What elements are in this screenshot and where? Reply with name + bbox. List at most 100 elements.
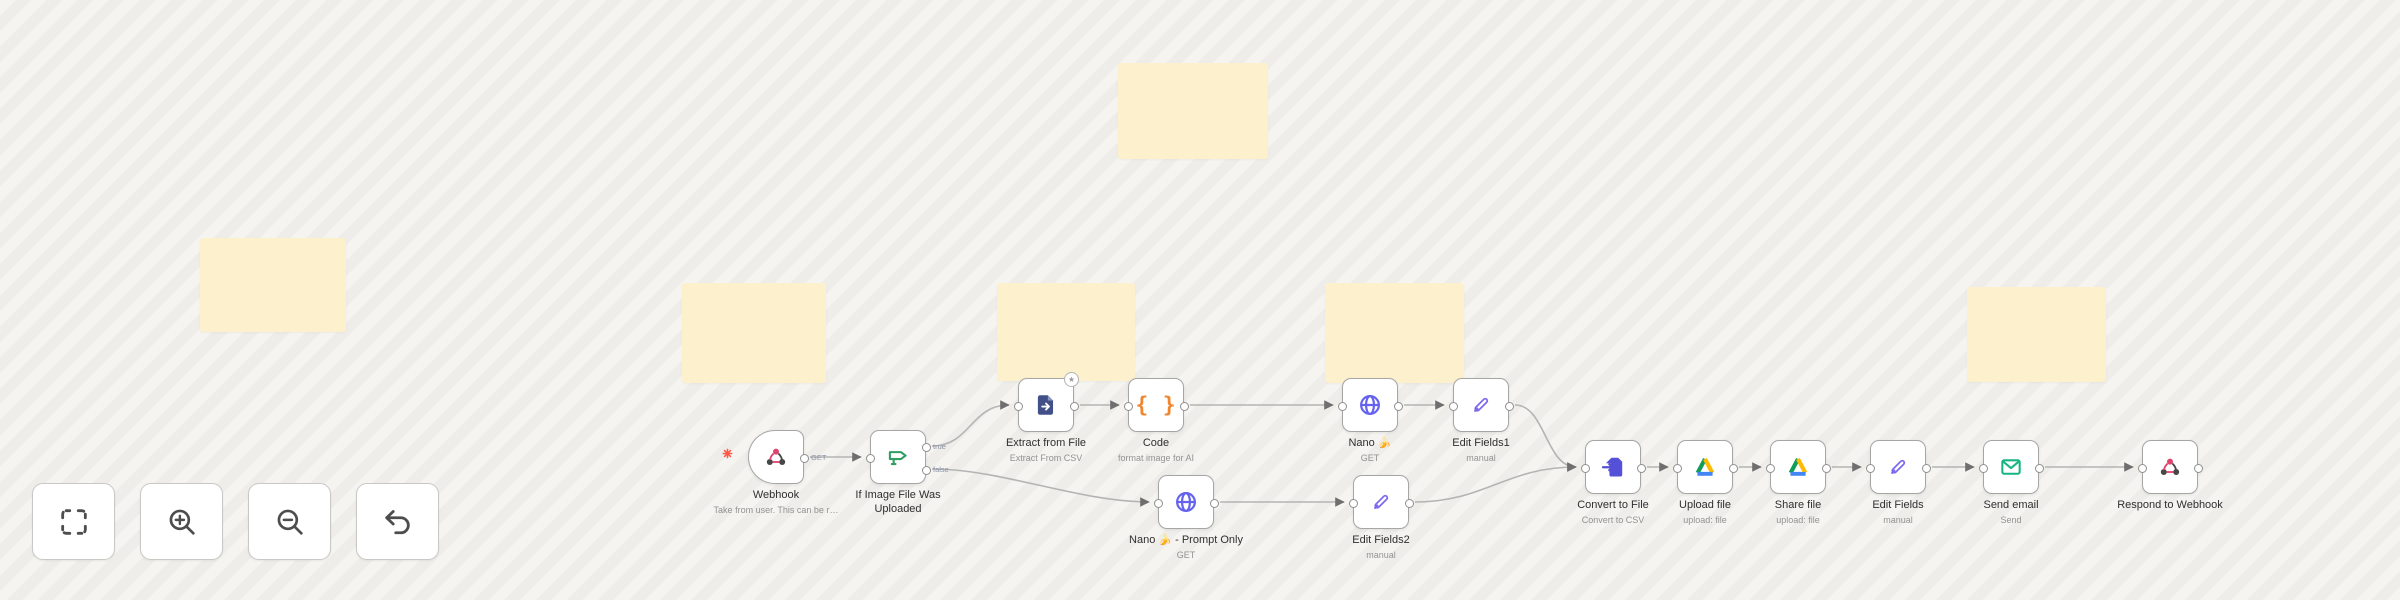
input-port-send-email[interactable] [1978,463,1988,473]
input-port-code[interactable] [1123,401,1133,411]
output-port-nano-prompt-0[interactable] [1209,498,1219,508]
output-port-webhook-0[interactable] [799,453,809,463]
code-icon: { } [1135,393,1177,417]
node-label: Respond to Webhook [2117,499,2223,511]
node-label: Webhook [752,489,800,501]
output-port-extract-0[interactable] [1069,401,1079,411]
input-port-nano-prompt[interactable] [1153,498,1163,508]
zoom-out-icon [277,509,303,535]
sticky-note-code[interactable] [997,283,1135,381]
gdrive-icon [1788,458,1808,476]
output-port-edit-fields-0[interactable] [1921,463,1931,473]
output-port-label-webhook-0: GET [811,452,827,462]
sticky-note-top[interactable] [1118,63,1268,159]
asterisk-icon [722,448,733,459]
sticky-note-send[interactable] [1967,287,2106,382]
node-respond[interactable]: Respond to Webhook [2117,440,2223,511]
sticky-note-extract[interactable] [682,283,826,383]
connection-edit-fields1-to-convert[interactable] [1514,404,1577,472]
input-port-if[interactable] [865,453,875,463]
input-port-edit-fields[interactable] [1865,463,1875,473]
input-port-nano[interactable] [1337,401,1347,411]
connection-edit-fields2-to-convert[interactable] [1414,462,1577,503]
sticky-note-left[interactable] [200,238,346,332]
node-label: Edit Fields1 [1452,437,1510,449]
pen-icon [1891,459,1906,474]
node-subtitle: GET [1176,549,1196,560]
input-port-edit-fields1[interactable] [1448,401,1458,411]
email-icon [2001,459,2021,475]
output-port-edit-fields2-0[interactable] [1404,498,1414,508]
node-subtitle: manual [1366,549,1396,560]
node-subtitle: Take from user. This can be r… [713,504,839,515]
node-nano[interactable]: Nano 🍌GET [1337,378,1403,463]
output-port-upload-0[interactable] [1728,463,1738,473]
node-subtitle: upload: file [1683,514,1727,525]
if-icon [888,451,907,466]
input-port-extract[interactable] [1013,401,1023,411]
zoom-in-icon [169,509,195,535]
connection-if-to-extract[interactable] [931,400,1010,447]
input-port-respond[interactable] [2137,463,2147,473]
canvas-controls [32,483,439,560]
node-subtitle: upload: file [1776,514,1820,525]
node-label: Upload file [1679,499,1731,511]
sticky-note-nano[interactable] [1325,283,1464,383]
fit-view-button[interactable] [32,483,115,560]
node-upload[interactable]: Upload file upload: file [1672,440,1738,525]
output-port-edit-fields1-0[interactable] [1504,401,1514,411]
input-port-edit-fields2[interactable] [1348,498,1358,508]
node-label: Extract from File [1005,437,1087,449]
zoom-out-button[interactable] [248,483,331,560]
output-port-code-0[interactable] [1179,401,1189,411]
output-port-share-0[interactable] [1821,463,1831,473]
zoom-in-button[interactable] [140,483,223,560]
node-subtitle: Extract From CSV [1009,452,1083,463]
output-port-if-1[interactable] [921,465,931,475]
output-port-respond-0[interactable] [2193,463,2203,473]
output-port-label-if-0: true [933,441,946,451]
node-share[interactable]: Share file upload: file [1765,440,1831,525]
node-label-wrap: Respond to Webhook [2117,499,2223,513]
connection-if-to-nano-prompt[interactable] [931,468,1150,507]
node-label: Share file [1774,499,1822,511]
output-port-convert-0[interactable] [1636,463,1646,473]
webhook-icon [2160,458,2180,475]
node-subtitle: manual [1883,514,1913,525]
node-settings-badge [1064,372,1079,387]
webhook-icon [766,448,786,465]
input-port-convert[interactable] [1580,463,1590,473]
pen-icon [1474,397,1489,412]
extract-file-icon [1037,395,1054,415]
input-port-upload[interactable] [1672,463,1682,473]
node-label: If Image File Was Uploaded [855,489,941,515]
node-label: Nano 🍌 - Prompt Only [1129,534,1243,546]
node-label-wrap: Share file upload: file [1775,499,1821,525]
node-subtitle: GET [1360,452,1380,463]
output-port-nano-0[interactable] [1393,401,1403,411]
output-port-send-email-0[interactable] [2034,463,2044,473]
input-port-share[interactable] [1765,463,1775,473]
node-subtitle: format image for AI [1117,452,1195,463]
output-port-if-0[interactable] [921,442,931,452]
fit-view-icon [60,508,87,535]
undo-button[interactable] [356,483,439,560]
node-label: Send email [1983,499,2039,511]
